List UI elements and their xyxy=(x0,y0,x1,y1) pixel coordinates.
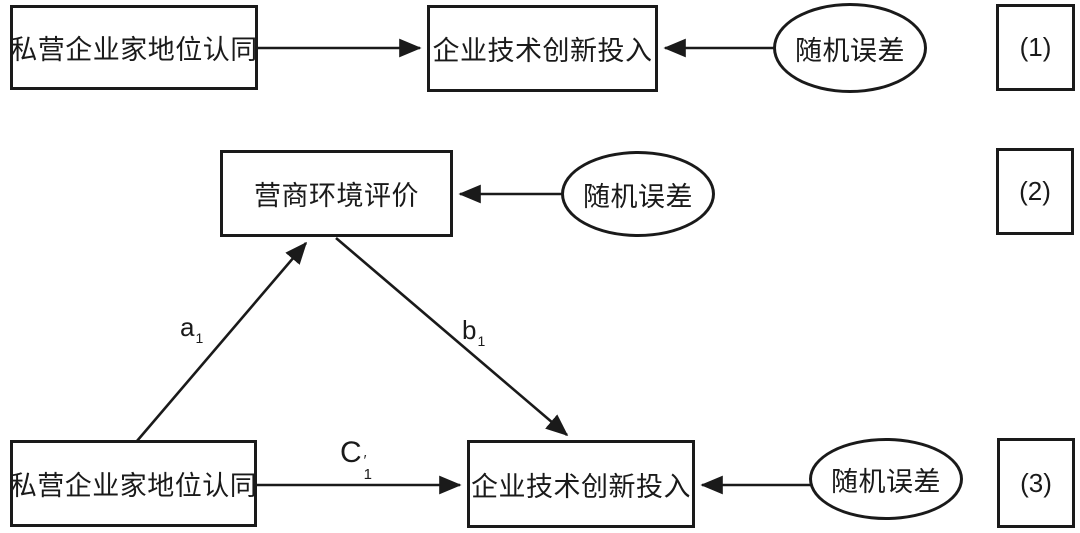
path-c-prime: ′ xyxy=(363,452,367,469)
path-label-b1: b1 xyxy=(462,317,485,348)
model1-outcome-label: 企业技术创新投入 xyxy=(432,36,653,66)
model2-mediator-label: 营商环境评价 xyxy=(254,181,419,211)
arrow-model3-path-b xyxy=(335,237,569,437)
model2-error-ellipse: 随机误差 xyxy=(561,151,715,237)
model3-outcome-box: 企业技术创新投入 xyxy=(467,440,695,528)
model1-predictor-label: 私营企业家地位认同 xyxy=(10,35,258,65)
model2-tag-label: (2) xyxy=(1019,176,1051,206)
model2-equation-tag: (2) xyxy=(996,148,1074,235)
model3-predictor-box: 私营企业家地位认同 xyxy=(10,440,257,527)
model2-mediator-box: 营商环境评价 xyxy=(220,150,453,237)
path-a-base: a xyxy=(180,312,195,342)
model3-predictor-label: 私营企业家地位认同 xyxy=(9,471,258,501)
model3-error-label: 随机误差 xyxy=(831,466,941,497)
model3-error-ellipse: 随机误差 xyxy=(809,438,963,520)
model1-error-label: 随机误差 xyxy=(795,35,905,66)
model2-error-label: 随机误差 xyxy=(583,181,693,212)
path-b-base: b xyxy=(462,315,477,345)
model3-equation-tag: (3) xyxy=(997,438,1075,528)
model3-outcome-label: 企业技术创新投入 xyxy=(471,471,691,502)
path-a-subscript: 1 xyxy=(195,330,204,346)
model1-outcome-box: 企业技术创新投入 xyxy=(427,5,658,92)
model1-tag-label: (1) xyxy=(1019,32,1052,62)
model3-tag-label: (3) xyxy=(1020,467,1052,498)
model1-error-ellipse: 随机误差 xyxy=(773,3,927,93)
arrow-model3-path-a xyxy=(136,241,308,442)
path-label-c1-prime: C′1 xyxy=(340,436,372,482)
path-c-subscript: 1 xyxy=(363,465,373,483)
path-c-base: C xyxy=(340,436,362,469)
model1-predictor-box: 私营企业家地位认同 xyxy=(10,5,258,90)
path-b-subscript: 1 xyxy=(477,333,486,349)
model1-equation-tag: (1) xyxy=(996,4,1075,91)
path-label-a1: a1 xyxy=(180,314,203,345)
